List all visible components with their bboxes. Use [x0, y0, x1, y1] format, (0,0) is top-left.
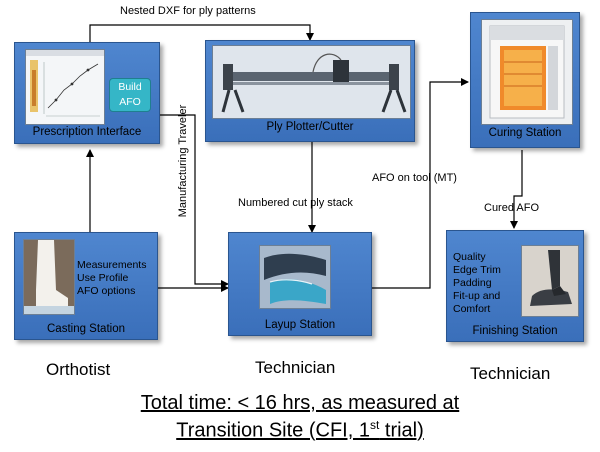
prescription-screenshot [25, 49, 105, 125]
plotter-icon [221, 53, 407, 113]
finished-afo-photo [521, 245, 579, 317]
arrow-cured-afo [510, 150, 523, 229]
label-manufacturing-traveler: Manufacturing Traveler [177, 104, 189, 218]
layup-tool-icon [260, 246, 330, 308]
total-time-line-2: Transition Site (CFI, 1st trial) [0, 418, 600, 443]
role-technician-finishing: Technician [470, 364, 551, 383]
layup-station: Layup Station [228, 232, 372, 336]
arrow-nested-dxf [89, 24, 314, 42]
layup-station-title: Layup Station [264, 319, 336, 331]
casting-detail-measurements: Measurements [77, 259, 147, 271]
build-afo-button[interactable]: Build AFO [109, 78, 151, 112]
finishing-details: Quality Edge Trim Padding Fit-up and Com… [453, 251, 501, 316]
role-technician-layup: Technician [255, 358, 336, 377]
label-cut-ply-stack: Numbered cut ply stack [238, 197, 353, 209]
total-time-line-1: Total time: < 16 hrs, as measured at [140, 392, 460, 414]
casting-station-title: Casting Station [47, 323, 125, 335]
finishing-detail-quality: Quality [453, 251, 486, 263]
label-cured-afo: Cured AFO [484, 202, 540, 214]
label-afo-on-tool: AFO on tool (MT) [372, 172, 457, 184]
build-afo-label-2: AFO [119, 96, 141, 108]
total-time-line-2-sup: st [369, 418, 380, 432]
finishing-detail-edge-trim: Edge Trim [453, 264, 501, 276]
finishing-detail-padding: Padding [453, 277, 492, 289]
finishing-station-title: Finishing Station [472, 325, 558, 337]
oven-icon [489, 25, 565, 119]
leg-cast-icon [24, 240, 74, 314]
prescription-interface-station: Build AFO Prescription Interface [14, 42, 160, 144]
label-nested-dxf: Nested DXF for ply patterns [120, 5, 256, 17]
total-time-line-2-prefix: Transition Site (CFI, 1 [176, 419, 370, 442]
ply-plotter-title: Ply Plotter/Cutter [266, 121, 354, 133]
arrow-manufacturing-traveler [160, 114, 229, 288]
role-orthotist: Orthotist [46, 360, 111, 379]
casting-details: Measurements Use Profile AFO options [77, 259, 146, 298]
casting-detail-use-profile: Use Profile [77, 272, 129, 284]
ply-plotter-station: Ply Plotter/Cutter [205, 40, 415, 142]
curing-station: Curing Station [470, 12, 580, 148]
arrow-afo-on-tool [372, 78, 469, 289]
finishing-detail-fit-up: Fit-up and [453, 290, 501, 302]
layup-photo [259, 245, 331, 309]
finishing-detail-comfort: Comfort [453, 303, 491, 315]
finishing-station: Quality Edge Trim Padding Fit-up and Com… [446, 230, 584, 342]
curing-station-title: Curing Station [488, 127, 562, 139]
casting-station: Measurements Use Profile AFO options Cas… [14, 232, 158, 340]
afo-brace-icon [522, 246, 578, 316]
oven-photo [481, 19, 573, 125]
build-afo-label-1: Build [118, 81, 142, 93]
casting-detail-afo-options: AFO options [77, 285, 136, 297]
prescription-chart-icon [26, 50, 104, 117]
casting-photo [23, 239, 75, 315]
total-time-line-2-suffix: trial) [379, 419, 424, 442]
plotter-photo [212, 45, 411, 119]
prescription-interface-title: Prescription Interface [32, 126, 142, 138]
